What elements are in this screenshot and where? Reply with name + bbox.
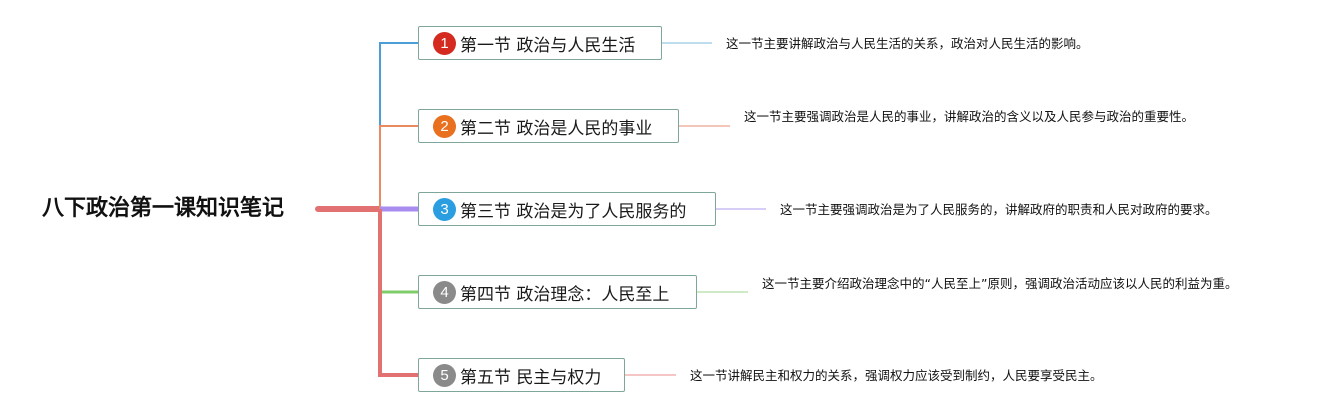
number-badge-icon: 1 bbox=[433, 31, 456, 55]
branch-label: 第二节 政治是人民的事业 bbox=[460, 118, 653, 139]
branch-label: 第一节 政治与人民生活 bbox=[460, 35, 636, 56]
branch-node-1[interactable]: 1 第一节 政治与人民生活 bbox=[418, 26, 662, 60]
branch-description-5: 这一节讲解民主和权力的关系，强调权力应该受到制约，人民要享受民主。 bbox=[690, 368, 1103, 383]
branch-connector-4 bbox=[378, 209, 418, 294]
branch-description-4: 这一节主要介绍政治理念中的“人民至上”原则，强调政治活动应该以人民的利益为重。 bbox=[762, 276, 1238, 291]
branch-label: 第四节 政治理念：人民至上 bbox=[460, 284, 670, 305]
number-badge-icon: 4 bbox=[433, 280, 456, 304]
number-badge-icon: 2 bbox=[433, 114, 456, 138]
branch-node-3[interactable]: 3 第三节 政治是为了人民服务的 bbox=[418, 192, 716, 226]
branch-node-4[interactable]: 4 第四节 政治理念：人民至上 bbox=[418, 275, 697, 309]
branch-description-2: 这一节主要强调政治是人民的事业，讲解政治的含义以及人民参与政治的重要性。 bbox=[744, 109, 1195, 124]
branch-description-1: 这一节主要讲解政治与人民生活的关系，政治对人民生活的影响。 bbox=[726, 36, 1089, 51]
branch-connector-2 bbox=[379, 125, 418, 209]
branch-node-2[interactable]: 2 第二节 政治是人民的事业 bbox=[418, 109, 679, 143]
branch-label: 第五节 民主与权力 bbox=[460, 367, 602, 388]
root-topic[interactable]: 八下政治第一课知识笔记 bbox=[42, 196, 285, 221]
branch-description-3: 这一节主要强调政治是为了人民服务的，讲解政府的职责和人民对政府的要求。 bbox=[780, 202, 1218, 217]
number-badge-icon: 5 bbox=[433, 363, 456, 387]
branch-node-5[interactable]: 5 第五节 民主与权力 bbox=[418, 358, 625, 392]
branch-label: 第三节 政治是为了人民服务的 bbox=[460, 201, 687, 222]
branch-connector-5 bbox=[378, 209, 418, 377]
number-badge-icon: 3 bbox=[433, 197, 456, 221]
